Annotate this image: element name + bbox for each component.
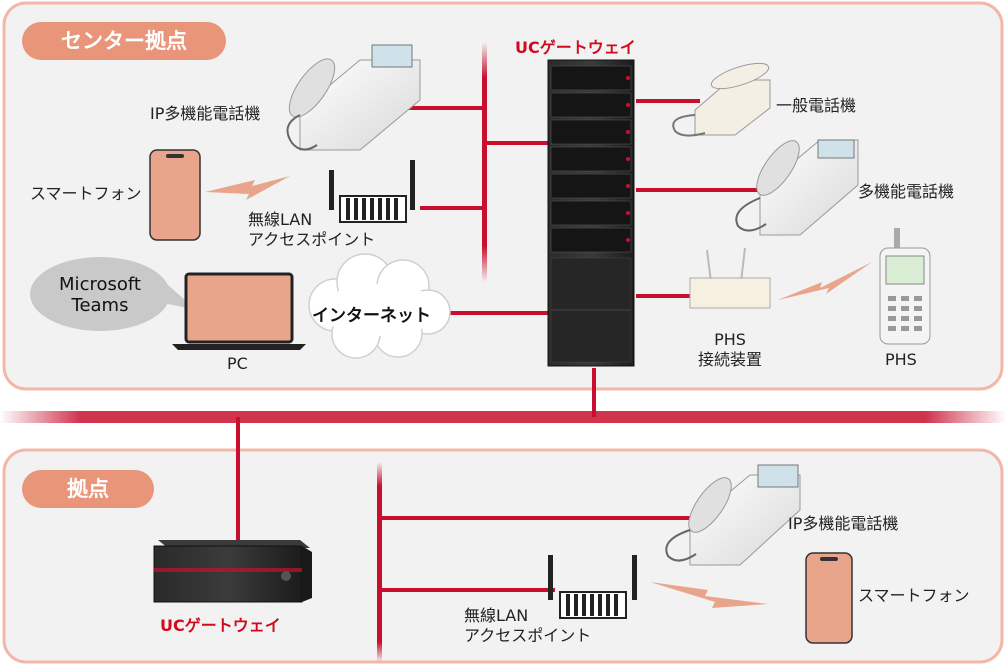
center-wireless-bolt: [205, 176, 290, 200]
backbone-band: [0, 411, 1006, 423]
branch-wlan-label-line2: アクセスポイント: [464, 626, 592, 645]
center-ip-phone-graphic: [286, 44, 421, 151]
center-multi-phone-label: 多機能電話機: [858, 182, 955, 201]
analog-phone-graphic: [672, 62, 771, 137]
phs-unit-graphic: [689, 247, 771, 309]
center-ip-phone-label: IP多機能電話機: [150, 104, 261, 123]
branch-links: [380, 516, 700, 592]
teams-label-line1: Microsoft: [59, 274, 141, 295]
teams-label-line2: Teams: [71, 295, 129, 316]
center-gateway-label: UCゲートウェイ: [515, 38, 636, 57]
center-wlan-label-line2: アクセスポイント: [248, 230, 376, 249]
branch-smartphone-label: スマートフォン: [858, 586, 970, 605]
center-gateway-rack: [547, 59, 635, 367]
center-wlan-ap-graphic: [329, 160, 415, 223]
branch-site-badge: 拠点: [22, 470, 154, 508]
analog-phone-label: 一般電話機: [776, 96, 857, 115]
center-site-badge: センター拠点: [22, 22, 226, 60]
teams-label: Microsoft Teams: [40, 274, 160, 316]
branch-gateway-label: UCゲートウェイ: [160, 616, 281, 635]
phs-wireless-bolt: [778, 262, 872, 300]
internet-label: インターネット: [312, 306, 431, 326]
phs-unit-label: PHS 接続装置: [690, 330, 770, 370]
pc-laptop-graphic: [172, 272, 306, 350]
center-links: [236, 99, 770, 540]
pc-label: PC: [227, 354, 248, 373]
phs-label: PHS: [885, 350, 917, 369]
branch-bus-line: [377, 462, 382, 662]
center-wlan-label-line1: 無線LAN: [248, 210, 313, 229]
branch-gateway-box: [153, 540, 312, 603]
branch-wlan-label-line1: 無線LAN: [464, 606, 529, 625]
center-smartphone-graphic: [149, 149, 201, 241]
branch-smartphone-graphic: [805, 552, 853, 644]
branch-wireless-bolt: [650, 582, 768, 608]
phs-unit-label-line2: 接続装置: [697, 350, 762, 369]
branch-wlan-ap-graphic: [548, 555, 637, 619]
branch-ip-phone-graphic: [665, 464, 801, 566]
phs-handset-graphic: [879, 228, 931, 345]
branch-ip-phone-label: IP多機能電話機: [788, 514, 899, 533]
center-bus-line: [482, 42, 487, 282]
center-smartphone-label: スマートフォン: [30, 184, 142, 203]
phs-unit-label-line1: PHS: [714, 330, 746, 349]
center-multi-phone-graphic: [735, 139, 859, 236]
